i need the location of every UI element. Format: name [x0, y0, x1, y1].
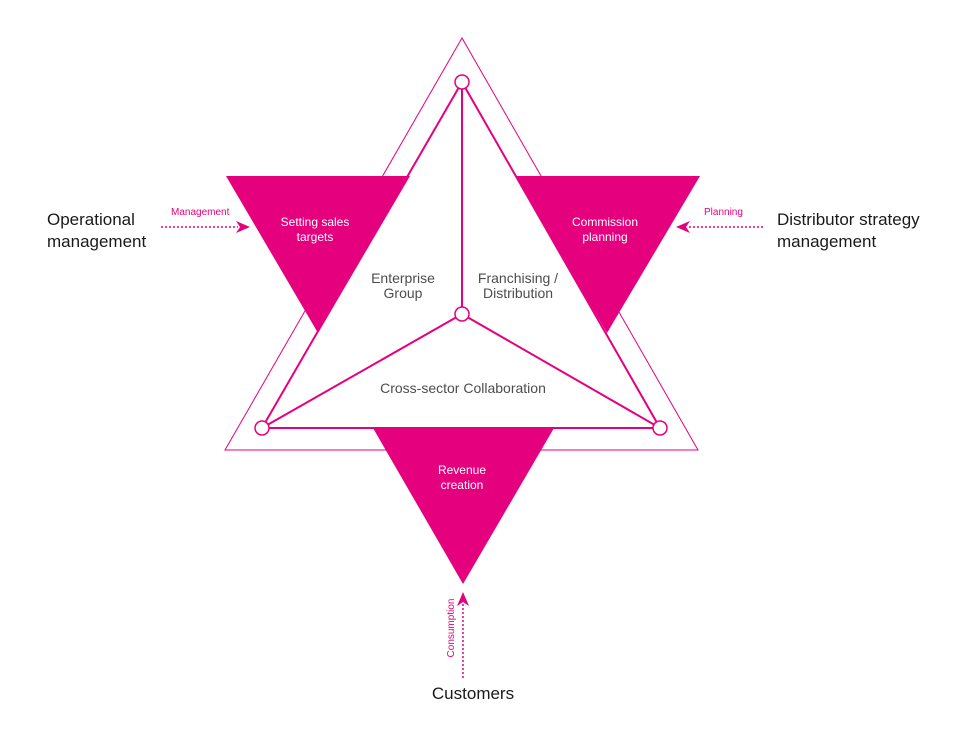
actor-operational-management: Operational management — [47, 209, 146, 253]
network-nodes — [254, 74, 668, 436]
section-label-franchising-distribution: Franchising / Distribution — [453, 271, 583, 301]
node-top — [454, 74, 470, 90]
node-bottom-right — [652, 420, 668, 436]
actor-left-line-1: Operational — [47, 210, 135, 229]
actor-customers: Customers — [431, 684, 515, 703]
arrow-management — [161, 221, 250, 233]
triangle-revenue-creation — [373, 428, 554, 584]
actor-right-line-2: management — [777, 232, 877, 251]
arrow-planning — [676, 221, 763, 233]
edge-top-left — [261, 81, 463, 429]
arrow-label-planning: Planning — [704, 207, 743, 218]
section-label-enterprise-group: Enterprise Group — [348, 271, 458, 301]
triangle-right-line-2: planning — [582, 230, 628, 244]
triangle-label-setting-sales-targets: Setting sales targets — [255, 215, 375, 245]
arrow-consumption — [457, 592, 469, 678]
actor-left-line-2: management — [47, 232, 147, 251]
triangle-label-commission-planning: Commission planning — [545, 215, 665, 245]
triangle-right-line-1: Commission — [571, 215, 638, 229]
node-center — [454, 306, 470, 322]
actor-distributor-strategy-management: Distributor strategy management — [777, 209, 920, 253]
triangle-bottom-line-2: creation — [440, 478, 484, 492]
triangle-left-line-2: targets — [296, 230, 334, 244]
node-bottom-left — [254, 420, 270, 436]
section-right-line-2: Distribution — [482, 285, 554, 301]
edge-top-right — [461, 81, 661, 429]
section-right-line-1: Franchising / — [477, 270, 559, 286]
actor-right-line-1: Distributor strategy — [777, 210, 920, 229]
triangle-left-line-1: Setting sales — [280, 215, 350, 229]
edge-center-left — [261, 313, 463, 429]
section-left-line-1: Enterprise — [371, 270, 435, 286]
section-left-line-2: Group — [383, 285, 423, 301]
triangle-setting-sales-targets — [226, 176, 410, 333]
triangle-bottom-line-1: Revenue — [437, 463, 487, 477]
network-lines — [261, 81, 661, 429]
section-label-cross-sector-collaboration: Cross-sector Collaboration — [380, 380, 546, 396]
arrow-label-management: Management — [171, 207, 230, 218]
triangle-commission-planning — [515, 176, 700, 333]
arrow-label-consumption-text: Consumption — [446, 598, 457, 658]
edge-center-right — [461, 313, 661, 429]
triangle-label-revenue-creation: Revenue creation — [402, 463, 522, 493]
